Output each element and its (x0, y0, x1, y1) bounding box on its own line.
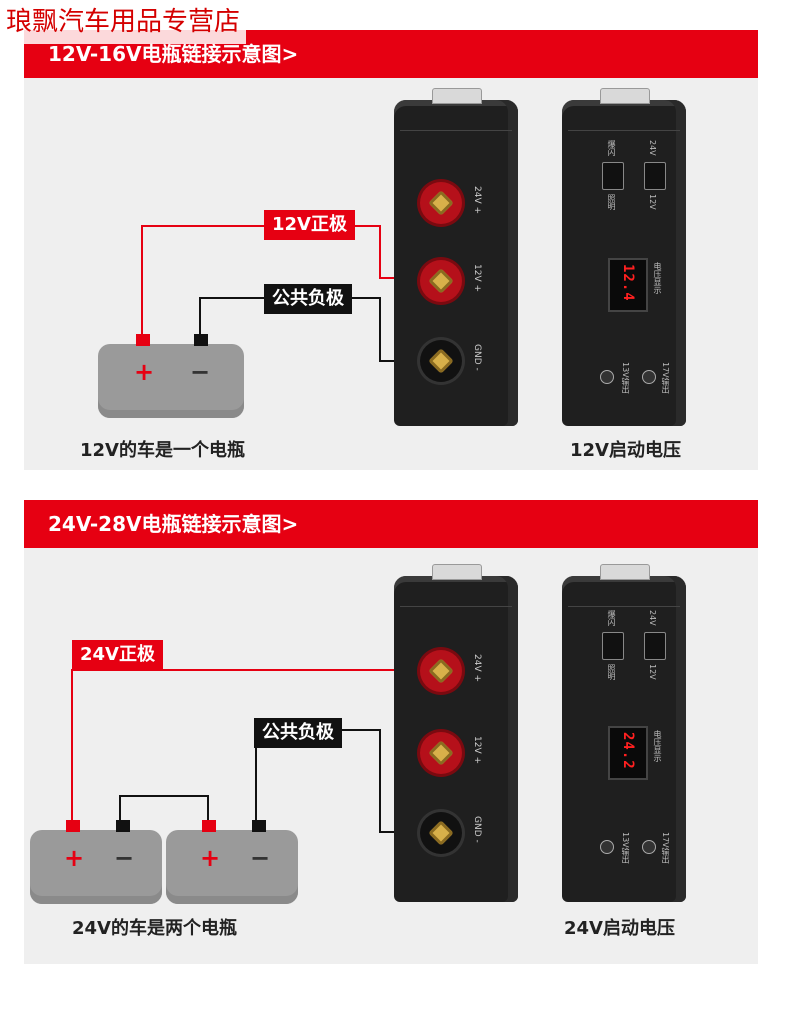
device-handle (600, 88, 650, 104)
terminal-24v-label: 24V + (472, 654, 482, 683)
battery-plus-sign: + (134, 358, 155, 386)
switch-label-24v: 24V (648, 610, 657, 626)
device-caption-24v: 24V启动电压 (564, 918, 675, 939)
display-label: 电压显示 (653, 262, 662, 294)
terminal-12v-label: 12V + (472, 736, 482, 765)
terminal-12v (420, 732, 462, 774)
switch-label-light: 照明 (607, 664, 616, 680)
banner-12v: 12V-16V电瓶链接示意图> (24, 30, 758, 78)
battery-caption-24v: 24V的车是两个电瓶 (72, 918, 237, 939)
terminal-12v (420, 260, 462, 302)
voltage-switch-icon (644, 632, 666, 660)
switch-label-light: 照明 (607, 194, 616, 210)
switch-label-flash: 爆闪 (607, 610, 616, 626)
switch-label-12v: 12V (648, 664, 657, 680)
jump-starter-control-side-12v: 爆闪 照明 24V 12V 12.4 电压显示 13V输出 17V输出 (562, 88, 686, 426)
device-caption-12v: 12V启动电压 (570, 440, 681, 461)
mode-switch-icon (602, 632, 624, 660)
battery-24v-a: + − (30, 820, 162, 904)
device-handle (600, 564, 650, 580)
battery-plus-sign: + (200, 844, 221, 872)
positive-tag-24v: 24V正极 (72, 640, 163, 670)
battery-negative-post (194, 334, 208, 346)
terminal-24v-label: 24V + (472, 186, 482, 215)
voltage-display: 12.4 (608, 258, 648, 312)
jump-starter-terminal-side-12v: 24V + 12V + GND - (394, 88, 518, 426)
battery-minus-sign: − (250, 844, 271, 872)
usb-port-icon (600, 370, 614, 384)
jump-starter-control-side-24v: 爆闪 照明 24V 12V 24.2 电压显示 13V输出 17V输出 (562, 564, 686, 902)
terminal-gnd (420, 340, 462, 382)
diagram-panel-24v: 24V-28V电瓶链接示意图> 24V正极 公共负极 + − + − 24V的车… (24, 500, 758, 964)
terminal-gnd-label: GND - (472, 816, 482, 843)
terminal-24v (420, 182, 462, 224)
battery-24v-b: + − (166, 820, 298, 904)
device-handle (432, 564, 482, 580)
diagram-panel-12v: 12V-16V电瓶链接示意图> 12V正极 公共负极 + − 12V的车是一个电… (24, 30, 758, 470)
usb-port-icon (642, 370, 656, 384)
voltage-readout: 24.2 (620, 732, 636, 770)
battery-negative-post (252, 820, 266, 832)
battery-positive-post (66, 820, 80, 832)
positive-tag-12v: 12V正极 (264, 210, 355, 240)
voltage-readout: 12.4 (620, 264, 636, 302)
terminal-24v (420, 650, 462, 692)
switch-label-flash: 爆闪 (607, 140, 616, 156)
usb-label-13v: 13V输出 (621, 362, 630, 394)
battery-minus-sign: − (190, 358, 211, 386)
negative-tag-24v: 公共负极 (254, 718, 342, 748)
display-label: 电压显示 (653, 730, 662, 762)
mode-switch-icon (602, 162, 624, 190)
switch-label-12v: 12V (648, 194, 657, 210)
usb-port-icon (600, 840, 614, 854)
voltage-switch-icon (644, 162, 666, 190)
battery-12v: + − (98, 334, 244, 418)
shop-watermark: 琅飘汽车用品专营店 (0, 0, 247, 44)
terminal-gnd-label: GND - (472, 344, 482, 371)
switch-label-24v: 24V (648, 140, 657, 156)
usb-port-icon (642, 840, 656, 854)
terminal-12v-label: 12V + (472, 264, 482, 293)
usb-label-13v: 13V输出 (621, 832, 630, 864)
jump-starter-terminal-side-24v: 24V + 12V + GND - (394, 564, 518, 902)
battery-positive-post (136, 334, 150, 346)
battery-caption-12v: 12V的车是一个电瓶 (80, 440, 245, 461)
banner-24v: 24V-28V电瓶链接示意图> (24, 500, 758, 548)
battery-plus-sign: + (64, 844, 85, 872)
battery-minus-sign: − (114, 844, 135, 872)
negative-tag-12v: 公共负极 (264, 284, 352, 314)
battery-negative-post (116, 820, 130, 832)
usb-label-17v: 17V输出 (661, 362, 670, 394)
usb-label-17v: 17V输出 (661, 832, 670, 864)
terminal-gnd (420, 812, 462, 854)
voltage-display: 24.2 (608, 726, 648, 780)
battery-positive-post (202, 820, 216, 832)
device-handle (432, 88, 482, 104)
